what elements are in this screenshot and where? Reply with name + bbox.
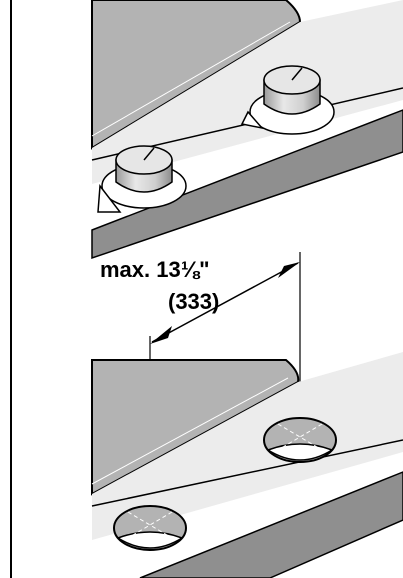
worktop-holes-view [91,352,403,578]
cooktop-inner-line [91,21,291,137]
dimension-arrow-right [278,262,300,278]
cutout-edge-line [91,439,403,507]
dimension-line [151,262,299,343]
control-knob-right [240,65,335,135]
cutout-inner-line [91,377,289,485]
cutout-front-edge [92,352,403,540]
cooktop-surface [91,0,302,150]
knob-hole-left [113,505,187,551]
cutout-surface [91,359,300,496]
dimension-arrow-left [150,326,172,344]
knob-hole-right [263,417,337,463]
dimension-group: max. 13⅛" (333) [100,252,301,522]
worktop-front-edge [92,0,403,184]
cutout-panel-band [139,471,403,578]
control-knob-left [97,145,187,213]
dimension-label-imperial: max. 13⅛" [100,257,210,282]
control-panel-band [91,109,403,260]
hob-with-knobs-view [91,0,403,260]
dimension-label-metric: (333) [168,289,219,314]
